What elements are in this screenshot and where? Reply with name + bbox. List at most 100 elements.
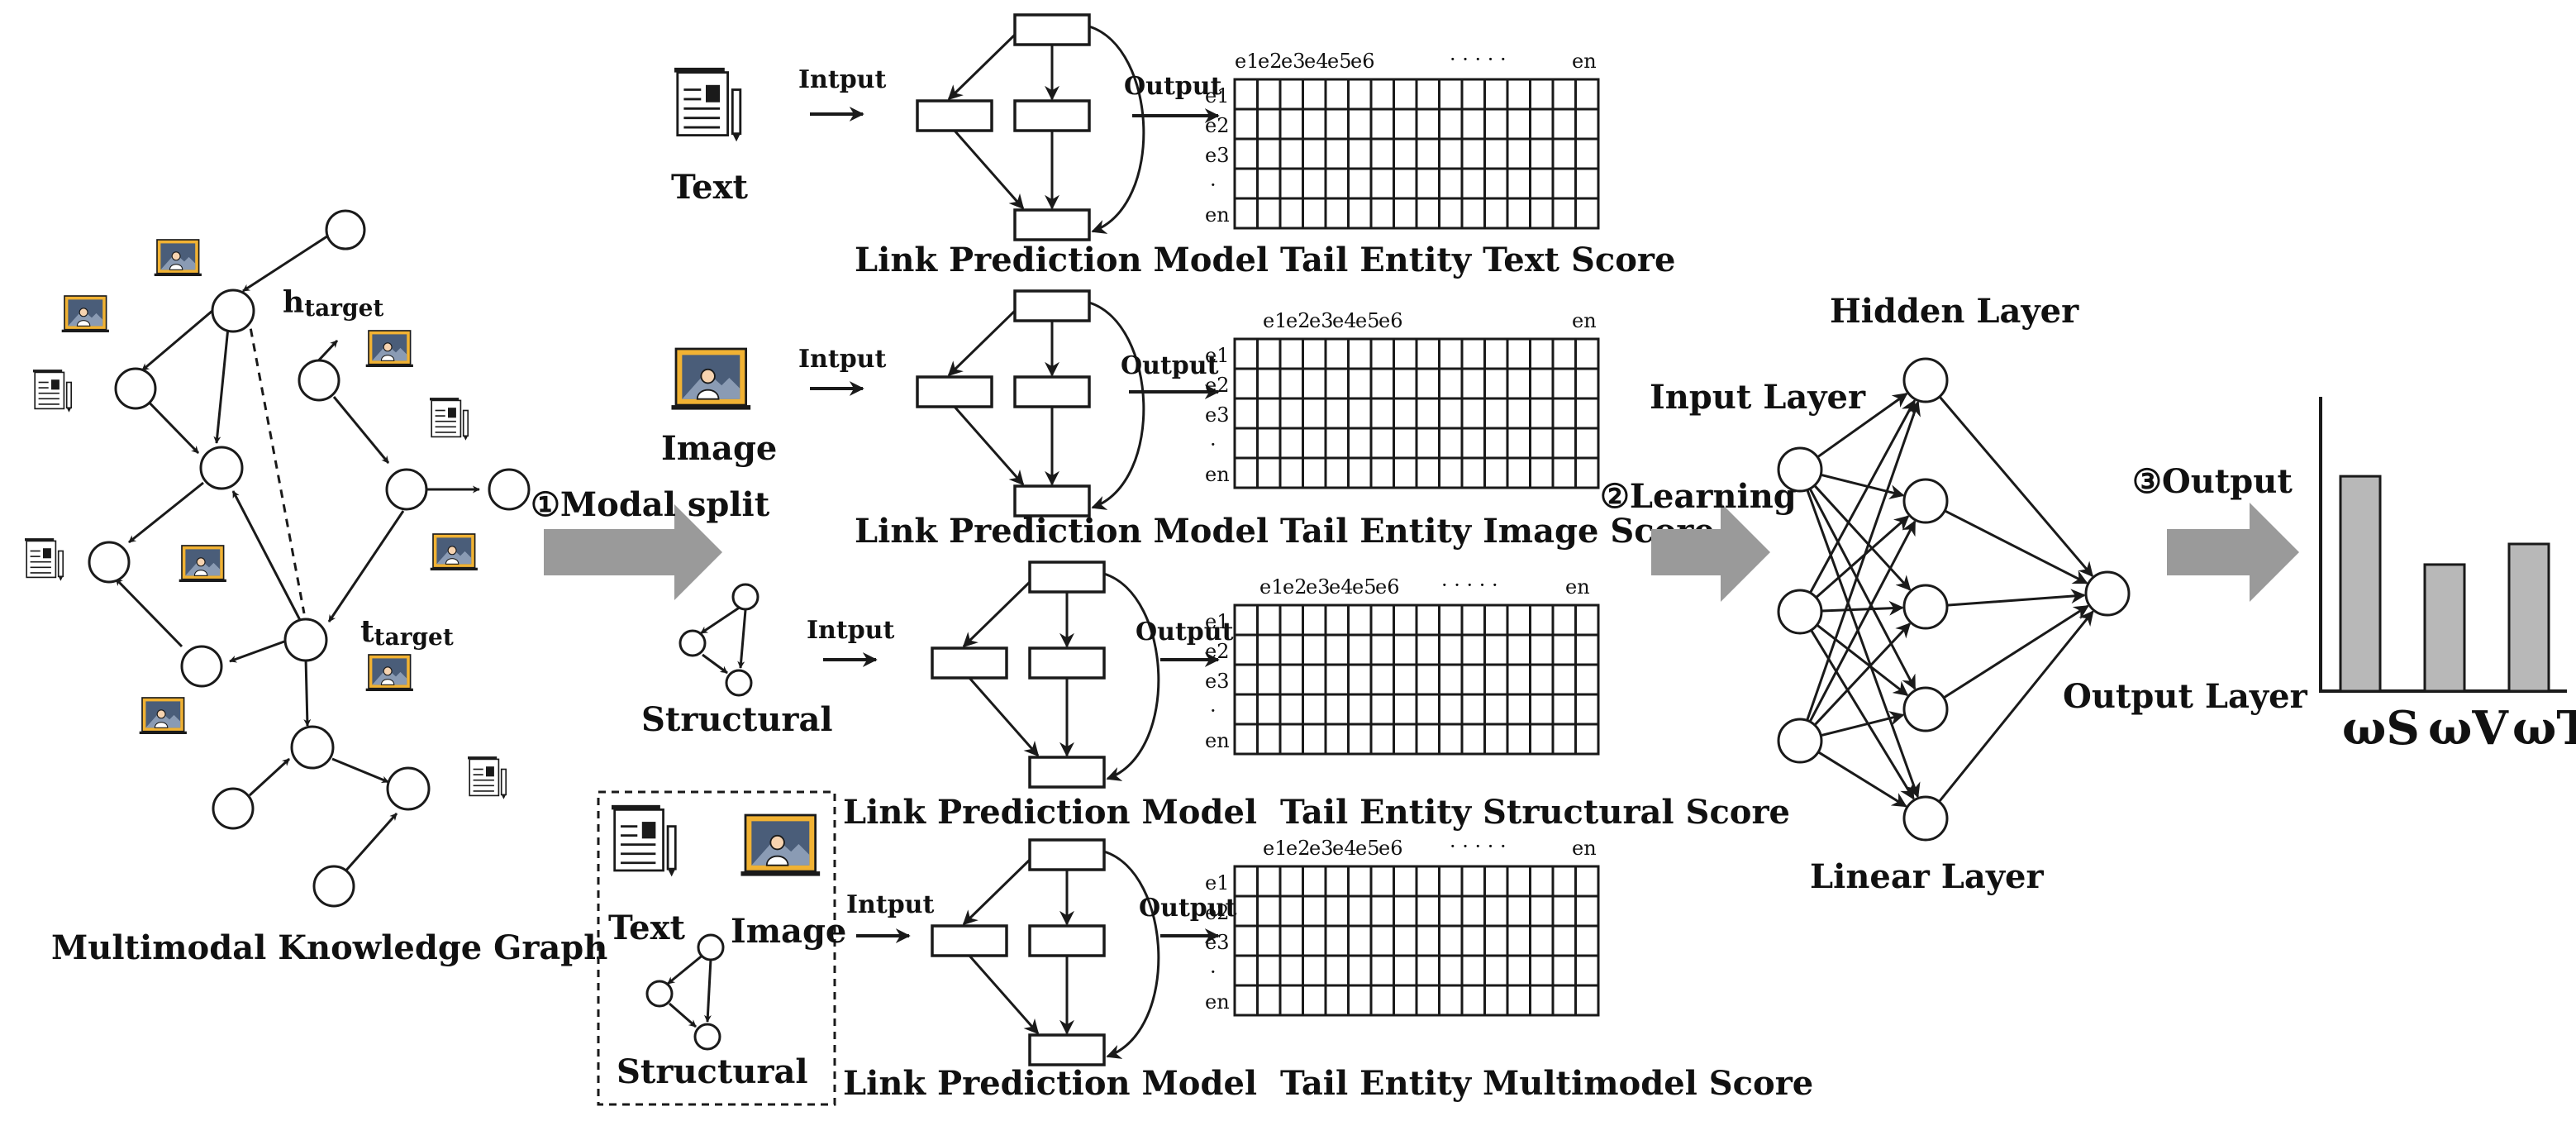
nn-input-layer xyxy=(1777,446,1823,764)
score-caption: Link Prediction Model Tail Entity Multim… xyxy=(843,1064,1813,1103)
entity-col-6: e6 xyxy=(1375,575,1399,599)
entity-col-last: en xyxy=(1565,575,1590,599)
nn-connection xyxy=(1821,600,1904,616)
link-prediction-model xyxy=(932,840,1159,1065)
input-label: Intput xyxy=(798,65,886,94)
entity-row-2: e2 xyxy=(1205,374,1229,397)
nn-connection xyxy=(1813,484,1912,591)
kg-node xyxy=(298,359,340,402)
entity-col-4: e4 xyxy=(1304,50,1328,73)
score-caption: Link Prediction Model Tail Entity Struct… xyxy=(843,793,1790,832)
weight-bar-t xyxy=(2507,542,2550,693)
learning-arrow: ②Learning xyxy=(1600,477,1797,602)
combo-image-label: Image xyxy=(731,912,846,951)
entity-row-1: e1 xyxy=(1205,871,1229,894)
kg-tail-label: ttarget xyxy=(360,614,454,651)
entity-col-last: en xyxy=(1572,309,1597,332)
structural-score-row: Intput Output e1 e2 e3 e4 e5 e6 · · · · … xyxy=(807,562,1790,832)
nn-connection xyxy=(1808,488,1917,690)
nn-connection xyxy=(1938,610,2094,803)
image-score-row: Intput Output e1 e2 e3 e4 e5 e6 en e1 e2… xyxy=(798,291,1715,551)
kg-node xyxy=(386,766,431,811)
nn-connection xyxy=(1946,589,2086,607)
nn-connection xyxy=(1938,395,2094,578)
input-label: Intput xyxy=(798,345,886,374)
nn-connection xyxy=(1944,509,2088,584)
kg-node xyxy=(385,468,428,511)
learning-label: ②Learning xyxy=(1600,477,1797,516)
modal-split-label: ①Modal split xyxy=(531,485,770,524)
entity-col-3: e3 xyxy=(1306,575,1330,599)
kg-node xyxy=(114,367,157,410)
nn-connection xyxy=(1808,520,1917,723)
combo-structural-label: Structural xyxy=(617,1052,808,1091)
entity-col-3: e3 xyxy=(1309,837,1333,860)
link-prediction-model xyxy=(917,15,1144,240)
entity-col-2: e2 xyxy=(1258,50,1282,73)
entity-row-1: e1 xyxy=(1205,610,1229,633)
entity-col-1: e1 xyxy=(1263,309,1287,332)
image-icon xyxy=(138,697,188,735)
entity-col-dots: · · · · · xyxy=(1441,574,1498,597)
image-icon xyxy=(740,813,821,877)
entity-col-dots: · · · · · xyxy=(1450,48,1507,71)
weight-bar-chart: ωS ωV ωT xyxy=(2319,397,2576,756)
entity-row-dots: · xyxy=(1210,699,1217,723)
output-label: Output xyxy=(1139,894,1237,923)
entity-row-last: en xyxy=(1205,990,1230,1014)
weight-label-t: ωT xyxy=(2512,701,2576,756)
input-layer-label: Input Layer xyxy=(1650,378,1866,417)
structural-modality-label: Structural xyxy=(641,700,833,739)
entity-col-1: e1 xyxy=(1263,837,1287,860)
nn-connection xyxy=(1820,473,1905,500)
combo-box xyxy=(597,790,836,1106)
output-arrow: ③Output xyxy=(2132,462,2299,602)
entity-row-3: e3 xyxy=(1205,403,1229,427)
link-prediction-model xyxy=(932,562,1159,787)
document-icon xyxy=(429,397,469,441)
image-icon xyxy=(153,239,202,277)
kg-node-tail xyxy=(283,618,328,662)
output-layer-label: Output Layer xyxy=(2063,677,2308,716)
entity-col-2: e2 xyxy=(1286,309,1310,332)
entity-row-1: e1 xyxy=(1205,344,1229,367)
document-icon xyxy=(24,537,64,582)
entity-col-2: e2 xyxy=(1286,837,1310,860)
weight-bar-v xyxy=(2423,563,2466,693)
document-icon xyxy=(32,369,73,413)
nn-connection xyxy=(1809,399,1916,594)
kg-node-head xyxy=(211,289,255,333)
entity-col-4: e4 xyxy=(1329,575,1353,599)
weight-label-v: ωV xyxy=(2428,701,2509,756)
entity-row-2: e2 xyxy=(1205,114,1229,137)
entity-row-3: e3 xyxy=(1205,670,1229,693)
kg-nodes xyxy=(88,209,531,908)
entity-col-1: e1 xyxy=(1235,50,1259,73)
nn-connection xyxy=(1817,751,1907,808)
score-matrix: e1 e2 e3 e4 e5 e6 · · · · · en e1 e2 e3 … xyxy=(1205,835,1600,1017)
image-icon xyxy=(60,295,110,333)
link-prediction-model xyxy=(917,291,1144,516)
multimodel-score-row: Intput Output e1 e2 e3 e4 e5 e6 · · · · … xyxy=(843,835,1813,1103)
multimodal-combo: Text Image Structural xyxy=(597,790,846,1106)
entity-col-6: e6 xyxy=(1350,50,1374,73)
entity-col-last: en xyxy=(1572,837,1597,860)
entity-row-dots: · xyxy=(1210,174,1217,197)
entity-col-6: e6 xyxy=(1378,837,1402,860)
weight-bar-s xyxy=(2339,475,2382,693)
image-modality-label: Image xyxy=(661,429,777,468)
modal-split-arrow: ①Modal split xyxy=(531,485,770,600)
text-score-row: Intput Output e1 e2 e3 e4 e5 e6 · · · · … xyxy=(798,15,1675,279)
image-icon xyxy=(364,330,414,368)
entity-col-4: e4 xyxy=(1332,309,1356,332)
entity-row-last: en xyxy=(1205,729,1230,752)
kg-head-label: htarget xyxy=(283,285,383,322)
entity-col-2: e2 xyxy=(1283,575,1307,599)
entity-col-3: e3 xyxy=(1309,309,1333,332)
kg-node xyxy=(212,787,255,830)
nn-connection xyxy=(1820,710,1905,737)
nn-connection xyxy=(1806,400,1921,721)
entity-row-last: en xyxy=(1205,203,1230,227)
image-modality-icon xyxy=(670,347,752,411)
